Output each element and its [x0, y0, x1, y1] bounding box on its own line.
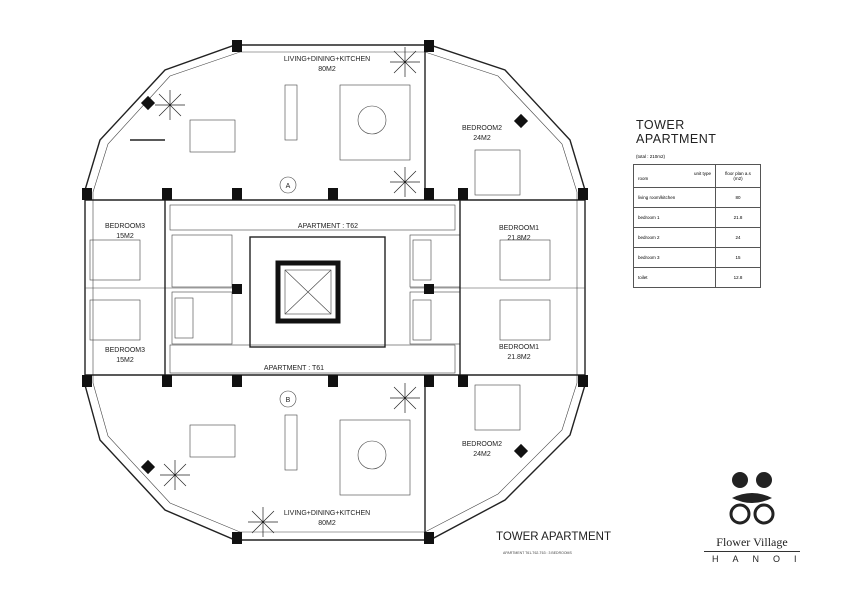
header-room: room — [638, 176, 649, 181]
room-label: BEDROOM3 — [105, 223, 145, 230]
apartment-label: APARTMENT : T62 — [298, 223, 358, 230]
logo-city: HANOI — [712, 554, 811, 564]
columns — [82, 40, 588, 544]
row-area: 21.8 — [715, 207, 761, 228]
logo-name: Flower Village — [716, 535, 788, 549]
room-label: LIVING+DINING+KITCHEN — [284, 510, 370, 517]
elevator-core — [275, 260, 341, 324]
row-area: 24 — [715, 227, 761, 248]
section-marker-a — [279, 176, 297, 194]
room-area: 24M2 — [473, 451, 491, 458]
area-table: TOWER APARTMENT (total : 210m2) unit typ… — [633, 118, 763, 288]
row-room: bedroom 2 — [633, 227, 716, 248]
outer-wall — [84, 44, 586, 541]
room-label: LIVING+DINING+KITCHEN — [284, 56, 370, 63]
footer-subtitle: APARTMENT T61-T62-T63 : 3 BEDROOMS — [503, 551, 572, 555]
row-area: 12.8 — [715, 267, 761, 288]
room-label: BEDROOM3 — [105, 347, 145, 354]
room-label: BEDROOM2 — [462, 441, 502, 448]
footer-title: TOWER APARTMENT — [496, 531, 612, 543]
row-area: 80 — [715, 187, 761, 208]
header-area: floor plan a.s (m2) — [715, 164, 761, 188]
room-area: 15M2 — [116, 233, 134, 240]
room-area: 80M2 — [318, 520, 336, 527]
row-room: bedroom 3 — [633, 247, 716, 268]
header-unit-type: unit type — [693, 171, 711, 176]
room-label: BEDROOM1 — [499, 225, 539, 232]
room-area: 80M2 — [318, 66, 336, 73]
room-area: 21.8M2 — [507, 354, 530, 361]
row-room: living room/kitchen — [633, 187, 716, 208]
flower-village-logo: Flower Village HANOI — [700, 470, 804, 564]
room-label: BEDROOM2 — [462, 125, 502, 132]
row-room: bedroom 1 — [633, 207, 716, 228]
room-area: 15M2 — [116, 357, 134, 364]
row-room: toilet — [633, 267, 716, 288]
flower-logo-icon — [729, 472, 775, 525]
table-title: TOWER APARTMENT — [636, 118, 717, 146]
room-label: BEDROOM1 — [499, 344, 539, 351]
section-marker-b — [279, 390, 297, 408]
marker-b-label: B — [286, 397, 291, 404]
apartment-label: APARTMENT : T61 — [264, 365, 324, 372]
plant-icons — [155, 47, 420, 537]
room-area: 21.8M2 — [507, 235, 530, 242]
marker-a-label: A — [286, 183, 291, 190]
table-total: (total : 210m2) — [636, 154, 666, 159]
row-area: 15 — [715, 247, 761, 268]
room-area: 24M2 — [473, 135, 491, 142]
